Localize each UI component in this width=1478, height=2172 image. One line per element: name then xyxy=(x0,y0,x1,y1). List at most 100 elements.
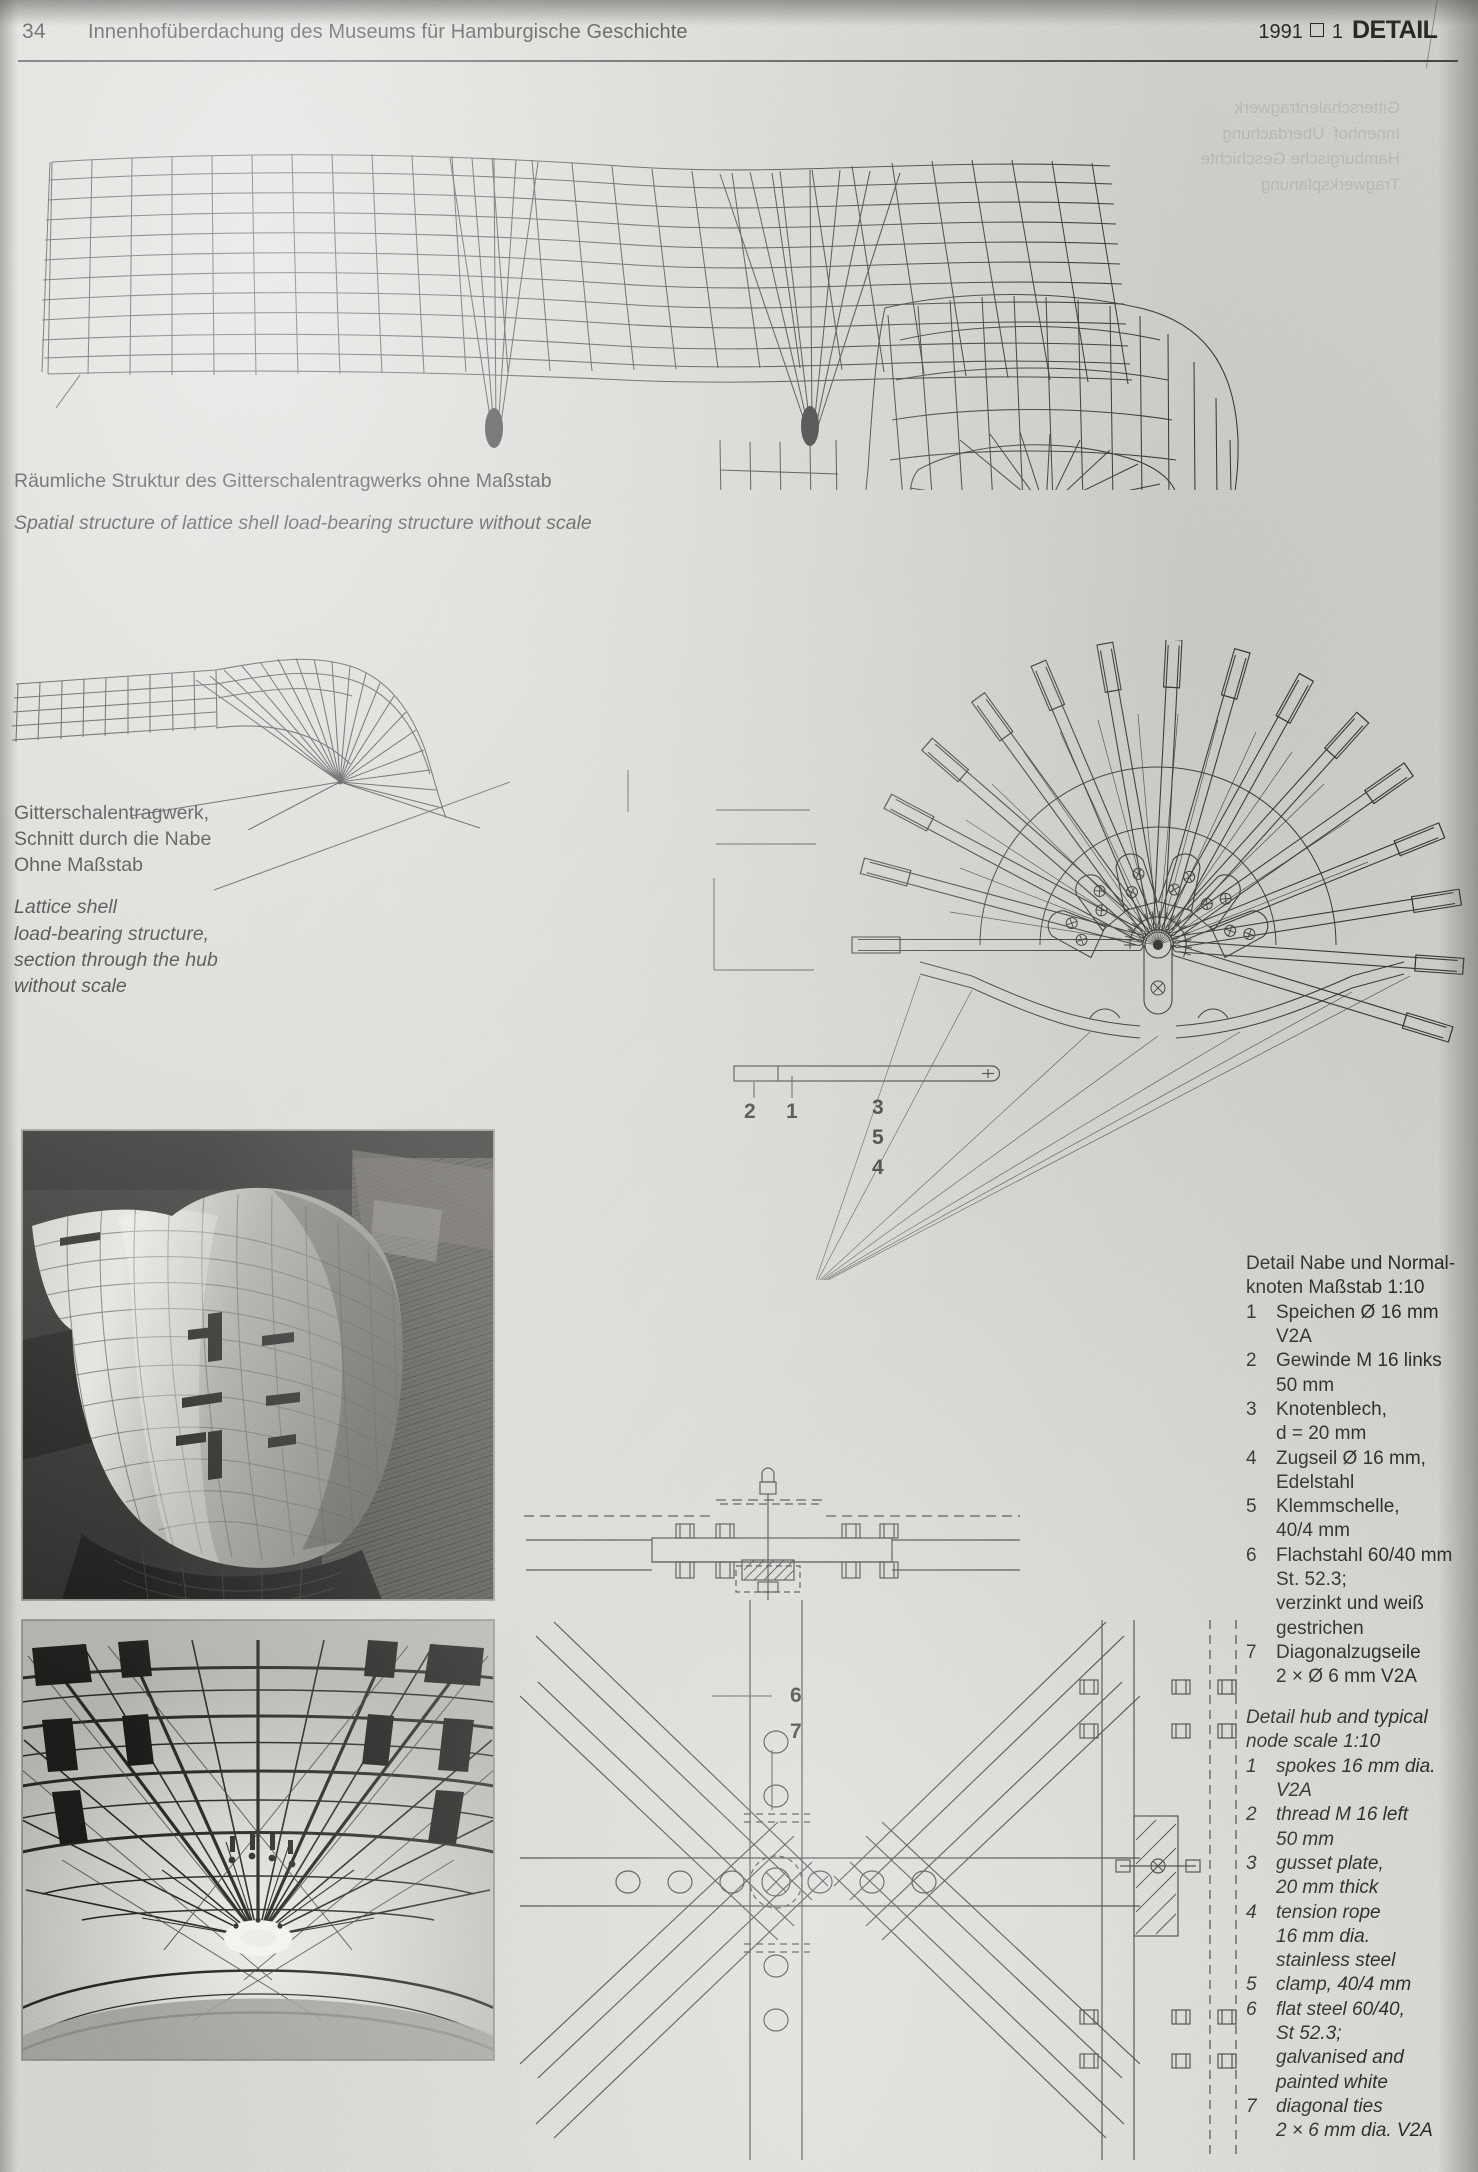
callout-hub-5: 5 xyxy=(872,1126,884,1149)
page-number: 34 xyxy=(22,20,46,43)
legend-english-text-1: spokes 16 mm dia. xyxy=(1276,1755,1436,1777)
legend-english-item-6: 6 flat steel 60/40, xyxy=(1246,1998,1464,2022)
caption-section-hub-de-1: Schnitt durch die Nabe xyxy=(14,828,212,851)
legend-german-sub-2-0: 50 mm xyxy=(1276,1374,1335,1396)
caption-spatial-structure-de: Räumliche Struktur des Gitterschalentrag… xyxy=(14,470,552,492)
legend-english-sub-6-2: painted white xyxy=(1276,2071,1388,2093)
legend-english-text-4: tension rope xyxy=(1276,1901,1381,1923)
legend-english: Detail hub and typical node scale 1:10 1… xyxy=(1246,1706,1464,2144)
legend-german-item-7: 7 Diagonalzugseile xyxy=(1246,1641,1464,1665)
legend-german-text-5: Klemmschelle, xyxy=(1276,1496,1400,1518)
page-header: 34 Innenhofüberdachung des Museums für H… xyxy=(0,0,1478,75)
photo-aerial-roof xyxy=(22,1130,494,1600)
legend-english-num-7: 7 xyxy=(1246,2096,1257,2117)
scan-shadow-left xyxy=(0,0,18,2172)
caption-section-hub: Gitterschalentragwerk, Schnitt durch die… xyxy=(14,800,314,999)
page-corner-fold xyxy=(1425,0,1478,75)
callout-hub-2: 2 xyxy=(744,1100,756,1123)
legend-german-sub-7-0: 2 × Ø 6 mm V2A xyxy=(1276,1666,1417,1688)
legend-english-text-6: flat steel 60/40, xyxy=(1276,1998,1405,2020)
caption-section-hub-en-3: without scale xyxy=(14,974,127,997)
caption-spatial-structure: Räumliche Struktur des Gitterschalentrag… xyxy=(14,468,634,536)
legend-english-sub-4-1: stainless steel xyxy=(1276,1950,1396,1972)
legend-german-item-6: 6 Flachstahl 60/40 mm xyxy=(1246,1544,1464,1568)
callout-hub-1: 1 xyxy=(786,1100,798,1123)
legend-german-sub-3-0: d = 20 mm xyxy=(1276,1423,1367,1445)
legend-german-num-7: 7 xyxy=(1246,1642,1257,1663)
caption-section-hub-en-2: section through the hub xyxy=(14,948,218,971)
legend-english-sub-6-0: St 52.3; xyxy=(1276,2023,1342,2045)
callout-hub-3: 3 xyxy=(872,1096,884,1119)
figure-lattice-shell-perspective xyxy=(20,140,1280,490)
legend-english-num-1: 1 xyxy=(1246,1755,1257,1777)
legend-german-sub-6-2: gestrichen xyxy=(1276,1617,1364,1639)
legend-english-item-7: 7 diagonal ties xyxy=(1246,2095,1464,2119)
figure-single-spoke-reference xyxy=(730,1058,1010,1098)
square-bullet-icon xyxy=(1309,23,1324,37)
issue-date: 1991 1 xyxy=(1258,21,1343,44)
legend-german-item-3: 3 Knotenblech, xyxy=(1246,1398,1464,1422)
legend-german-text-7: Diagonalzugseile xyxy=(1276,1642,1421,1663)
legend-english-text-3: gusset plate, xyxy=(1276,1852,1384,1874)
figure-node-elevation-detail xyxy=(1060,1620,1260,2160)
callout-node-6: 6 xyxy=(790,1684,802,1707)
legend-german-text-6: Flachstahl 60/40 mm xyxy=(1276,1544,1453,1566)
legend-german-sub-6-0: St. 52.3; xyxy=(1276,1569,1347,1591)
legend-english-num-5: 5 xyxy=(1246,1974,1257,1996)
legend-german: Detail Nabe und Normal- knoten Maßstab 1… xyxy=(1246,1252,1464,1690)
caption-section-hub-de-0: Gitterschalentragwerk, xyxy=(14,802,210,824)
callout-node-7: 7 xyxy=(790,1720,802,1743)
legend-german-sub-5-0: 40/4 mm xyxy=(1276,1520,1350,1542)
page-title: Innenhofüberdachung des Museums für Hamb… xyxy=(88,21,688,43)
issue-year: 1991 xyxy=(1258,21,1303,43)
legend-english-text-2: thread M 16 left xyxy=(1276,1804,1409,1826)
legend-german-num-2: 2 xyxy=(1246,1350,1257,1372)
legend-english-text-5: clamp, 40/4 mm xyxy=(1276,1974,1412,1996)
legend-german-num-1: 1 xyxy=(1246,1301,1257,1323)
photo-interior-lattice xyxy=(22,1620,494,2060)
caption-section-hub-en-1: load-bearing structure, xyxy=(14,922,210,945)
legend-german-heading-1: Detail Nabe und Normal- xyxy=(1246,1253,1456,1274)
legend-german-heading-2: knoten Maßstab 1:10 xyxy=(1246,1277,1425,1299)
legend-english-sub-4-0: 16 mm dia. xyxy=(1276,1925,1370,1947)
legend-english-sub-6-1: galvanised and xyxy=(1276,2047,1404,2069)
figure-node-plan-detail xyxy=(520,1600,1140,2160)
legend-german-sub-1-0: V2A xyxy=(1276,1325,1312,1347)
legend-english-num-3: 3 xyxy=(1246,1852,1257,1874)
legend-german-text-3: Knotenblech, xyxy=(1276,1398,1387,1420)
legend-english-item-4: 4 tension rope xyxy=(1246,1901,1464,1925)
legend-german-item-5: 5 Klemmschelle, xyxy=(1246,1495,1464,1519)
legend-german-num-3: 3 xyxy=(1246,1398,1257,1420)
legend-german-text-2: Gewinde M 16 links xyxy=(1276,1350,1442,1372)
legend-german-num-5: 5 xyxy=(1246,1496,1257,1518)
legend-german-sub-4-0: Edelstahl xyxy=(1276,1471,1355,1493)
legend-german-sub-6-1: verzinkt und weiß xyxy=(1276,1593,1424,1615)
hub-vortex-left xyxy=(485,408,503,448)
legend-english-item-2: 2 thread M 16 left xyxy=(1246,1803,1464,1827)
legend-english-sub-1-0: V2A xyxy=(1276,1779,1312,1801)
legend-english-sub-3-0: 20 mm thick xyxy=(1276,1877,1379,1899)
legend-english-sub-2-0: 50 mm xyxy=(1276,1828,1335,1850)
legend-english-text-7: diagonal ties xyxy=(1276,2096,1383,2117)
legend-german-num-6: 6 xyxy=(1246,1544,1257,1566)
hub-vortex-right xyxy=(801,406,819,446)
legend-german-text-4: Zugseil Ø 16 mm, xyxy=(1276,1447,1426,1469)
legend-english-item-5: 5 clamp, 40/4 mm xyxy=(1246,1973,1464,1997)
masthead-text: DETAIL xyxy=(1352,16,1438,44)
legend-german-item-4: 4 Zugseil Ø 16 mm, xyxy=(1246,1447,1464,1471)
legend-english-item-1: 1 spokes 16 mm dia. xyxy=(1246,1755,1464,1779)
legend-english-heading-1: Detail hub and typical xyxy=(1246,1707,1428,1728)
legend-german-text-1: Speichen Ø 16 mm xyxy=(1276,1301,1439,1323)
legend-german-num-4: 4 xyxy=(1246,1447,1257,1469)
legend-english-item-3: 3 gusset plate, xyxy=(1246,1852,1464,1876)
legend-english-heading-2: node scale 1:10 xyxy=(1246,1731,1381,1753)
legend-english-sub-7-0: 2 × 6 mm dia. V2A xyxy=(1276,2120,1433,2142)
legend-english-num-6: 6 xyxy=(1246,1998,1257,2020)
figure-node-section-detail xyxy=(520,1460,1160,1600)
legend-german-item-2: 2 Gewinde M 16 links xyxy=(1246,1349,1464,1373)
caption-section-hub-de-2: Ohne Maßstab xyxy=(14,854,143,877)
legend-german-item-1: 1 Speichen Ø 16 mm xyxy=(1246,1301,1464,1325)
caption-section-hub-en-0: Lattice shell xyxy=(14,896,117,919)
issue-number: 1 xyxy=(1331,21,1343,43)
